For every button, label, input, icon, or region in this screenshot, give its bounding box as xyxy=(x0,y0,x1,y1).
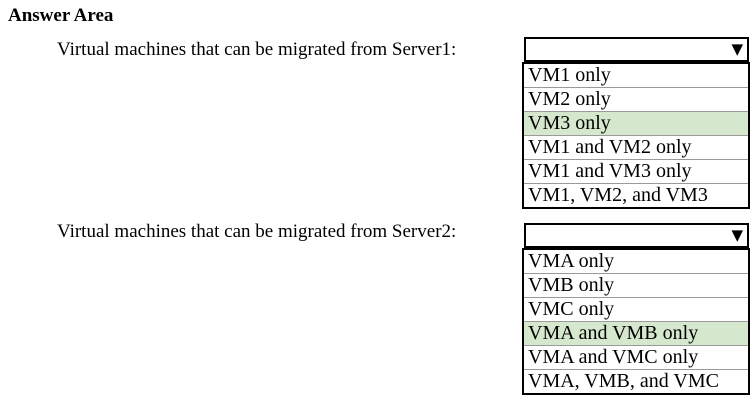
question-1-label: Virtual machines that can be migrated fr… xyxy=(57,39,457,60)
dropdown-option[interactable]: VM1 and VM3 only xyxy=(524,160,748,184)
question-2-options-list: VMA only VMB only VMC only VMA and VMB o… xyxy=(522,248,750,395)
dropdown-option[interactable]: VMA only xyxy=(524,250,748,274)
question-2-label: Virtual machines that can be migrated fr… xyxy=(57,221,457,242)
question-1-options-list: VM1 only VM2 only VM3 only VM1 and VM2 o… xyxy=(522,62,750,209)
dropdown-option[interactable]: VM1 and VM2 only xyxy=(524,136,748,160)
dropdown-option[interactable]: VMA and VMB only xyxy=(524,322,748,346)
question-1-dropdown[interactable]: ▼ xyxy=(524,37,749,62)
dropdown-option[interactable]: VMC only xyxy=(524,298,748,322)
dropdown-option[interactable]: VMA, VMB, and VMC xyxy=(524,370,748,393)
question-2-dropdown[interactable]: ▼ xyxy=(524,223,749,248)
dropdown-arrow-icon[interactable]: ▼ xyxy=(731,39,743,58)
dropdown-option[interactable]: VM2 only xyxy=(524,88,748,112)
dropdown-option[interactable]: VM1, VM2, and VM3 xyxy=(524,184,748,207)
dropdown-option[interactable]: VMB only xyxy=(524,274,748,298)
dropdown-option[interactable]: VMA and VMC only xyxy=(524,346,748,370)
page-title: Answer Area xyxy=(8,5,114,26)
dropdown-arrow-icon[interactable]: ▼ xyxy=(731,225,743,244)
dropdown-option[interactable]: VM1 only xyxy=(524,64,748,88)
dropdown-option[interactable]: VM3 only xyxy=(524,112,748,136)
